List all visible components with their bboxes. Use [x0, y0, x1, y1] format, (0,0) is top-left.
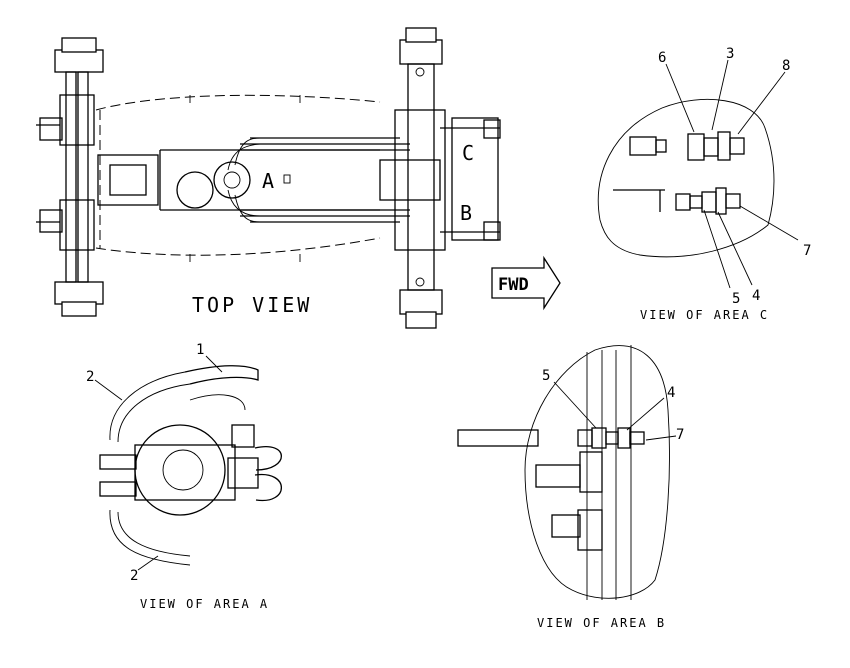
right-axle [379, 27, 501, 329]
area-a-detail: 1 2 2 VIEW OF AREA A [86, 342, 283, 611]
area-a-callout-1: 1 [196, 342, 204, 358]
area-c-callout-4: 4 [752, 288, 760, 304]
area-c-callout-8: 8 [782, 58, 790, 74]
area-c-caption: VIEW OF AREA C [640, 308, 769, 322]
area-a-caption: VIEW OF AREA A [140, 597, 269, 611]
area-b-callout-7: 7 [676, 427, 684, 443]
area-c-detail: 6 3 8 7 5 4 VIEW OF AREA C [597, 46, 811, 322]
area-b-caption: VIEW OF AREA B [537, 616, 666, 630]
area-c-callout-5: 5 [732, 291, 740, 307]
top-view-drawing: A B C TOP VIEW FWD [36, 27, 561, 329]
area-c-callout-3: 3 [726, 46, 734, 62]
area-a-callout-2-bottom: 2 [130, 568, 138, 584]
area-b-callout-5: 5 [542, 368, 550, 384]
area-c-callout-6: 6 [658, 50, 666, 66]
area-b-detail: 5 4 7 VIEW OF AREA B [457, 345, 684, 630]
forward-arrow: FWD [491, 255, 561, 311]
top-view-caption: TOP VIEW [192, 293, 312, 317]
left-axle [36, 37, 104, 317]
area-a-marker: A [262, 169, 274, 193]
area-b-callout-4: 4 [667, 385, 675, 401]
forward-label: FWD [498, 275, 529, 295]
area-b-marker: B [460, 201, 472, 225]
area-a-callout-2-top: 2 [86, 369, 94, 385]
area-c-callout-7: 7 [803, 243, 811, 259]
area-c-marker: C [462, 141, 474, 165]
